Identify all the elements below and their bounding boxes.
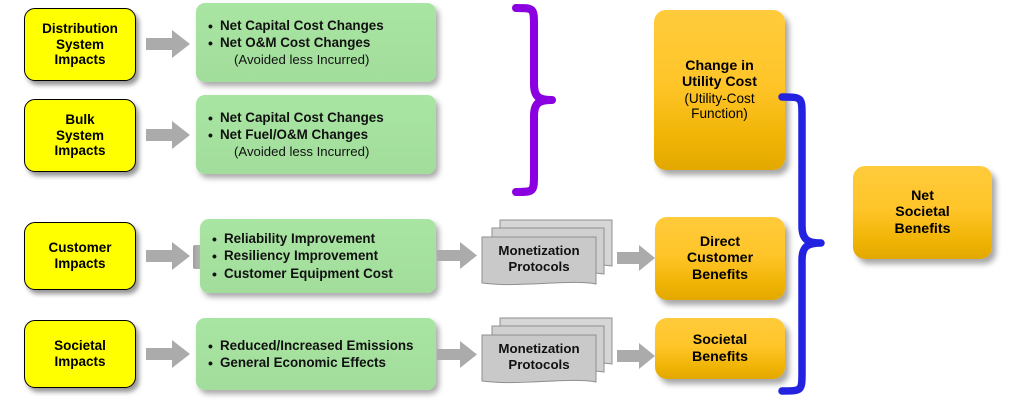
detail-item: Net Fuel/O&M Changes <box>208 126 426 145</box>
arrow-customer-details-to-monetization <box>437 242 477 269</box>
direct-customer-line1: Direct <box>699 233 741 250</box>
impact-label-line3: Impacts <box>54 143 106 159</box>
brace-utility-cost <box>508 2 572 198</box>
result-box-direct-customer-benefits[interactable]: Direct Customer Benefits <box>655 217 785 300</box>
net-societal-line1: Net <box>911 187 934 204</box>
monetization-stack-customer[interactable]: Monetization Protocols <box>478 218 614 290</box>
detail-item: Net Capital Cost Changes <box>208 17 426 36</box>
impact-label-line1: Distribution <box>42 21 118 37</box>
impact-label-line2: System <box>55 127 105 143</box>
detail-item: Net Capital Cost Changes <box>208 109 426 128</box>
impact-label-line3: Impacts <box>54 52 106 68</box>
arrow-distribution-to-details <box>146 30 190 58</box>
impact-label-line2: Impacts <box>54 354 106 369</box>
result-box-change-in-utility-cost[interactable]: Change in Utility Cost (Utility-Cost Fun… <box>654 10 785 170</box>
utility-cost-sub2: Function) <box>691 106 748 122</box>
utility-cost-line1: Change in <box>685 57 754 74</box>
detail-item: Customer Equipment Cost <box>212 265 426 284</box>
brace-net-societal-benefits <box>778 92 838 398</box>
monetization-line1: Monetization <box>498 243 580 258</box>
monetization-line2: Protocols <box>508 259 570 275</box>
utility-cost-line2: Utility Cost <box>682 74 757 91</box>
detail-box-societal[interactable]: Reduced/Increased Emissions General Econ… <box>196 318 436 390</box>
detail-box-bulk[interactable]: Net Capital Cost Changes Net Fuel/O&M Ch… <box>196 95 436 174</box>
impact-label-line1: Societal <box>54 338 106 354</box>
net-societal-line3: Benefits <box>894 220 951 237</box>
arrow-monetization-to-direct-customer-benefits <box>617 245 655 271</box>
impact-box-societal[interactable]: Societal Impacts <box>24 320 136 388</box>
impact-label-line2: System <box>55 36 105 52</box>
detail-item: Resiliency Improvement <box>212 247 426 266</box>
result-box-societal-benefits[interactable]: Societal Benefits <box>655 318 785 379</box>
impact-box-bulk[interactable]: Bulk System Impacts <box>24 99 136 172</box>
societal-benefits-line1: Societal <box>692 332 748 349</box>
direct-customer-line2: Customer <box>686 250 754 267</box>
direct-customer-line3: Benefits <box>692 266 748 283</box>
detail-item: Reduced/Increased Emissions <box>208 337 426 356</box>
arrow-societal-details-to-monetization <box>437 341 477 368</box>
arrow-bulk-to-details <box>146 121 190 149</box>
impact-label-line1: Customer <box>48 240 112 256</box>
monetization-stack-label: Monetization Protocols <box>482 243 596 275</box>
detail-item: Reliability Improvement <box>212 230 426 249</box>
detail-note: (Avoided less Incurred) <box>234 144 370 160</box>
detail-note: (Avoided less Incurred) <box>234 52 370 68</box>
arrow-monetization-to-societal-benefits <box>617 343 655 369</box>
monetization-line2: Protocols <box>508 357 570 373</box>
arrow-societal-to-details <box>146 340 190 368</box>
impact-label-line1: Bulk <box>65 112 95 128</box>
arrow-customer-to-details <box>146 242 190 270</box>
net-societal-line2: Societal <box>895 204 950 221</box>
utility-cost-sub1: (Utility-Cost <box>684 90 755 106</box>
connector-nub-customer <box>193 245 204 269</box>
detail-box-distribution[interactable]: Net Capital Cost Changes Net O&M Cost Ch… <box>196 3 436 82</box>
monetization-stack-label: Monetization Protocols <box>482 341 596 373</box>
detail-item: Net O&M Cost Changes <box>208 34 426 53</box>
detail-box-customer[interactable]: Reliability Improvement Resiliency Impro… <box>200 219 436 293</box>
impact-box-customer[interactable]: Customer Impacts <box>24 222 136 290</box>
result-box-net-societal-benefits[interactable]: Net Societal Benefits <box>853 166 992 259</box>
impact-box-distribution[interactable]: Distribution System Impacts <box>24 8 136 81</box>
impact-label-line2: Impacts <box>54 256 106 271</box>
monetization-line1: Monetization <box>498 341 580 356</box>
monetization-stack-societal[interactable]: Monetization Protocols <box>478 316 614 388</box>
societal-benefits-line2: Benefits <box>692 348 748 365</box>
detail-item: General Economic Effects <box>208 354 426 373</box>
